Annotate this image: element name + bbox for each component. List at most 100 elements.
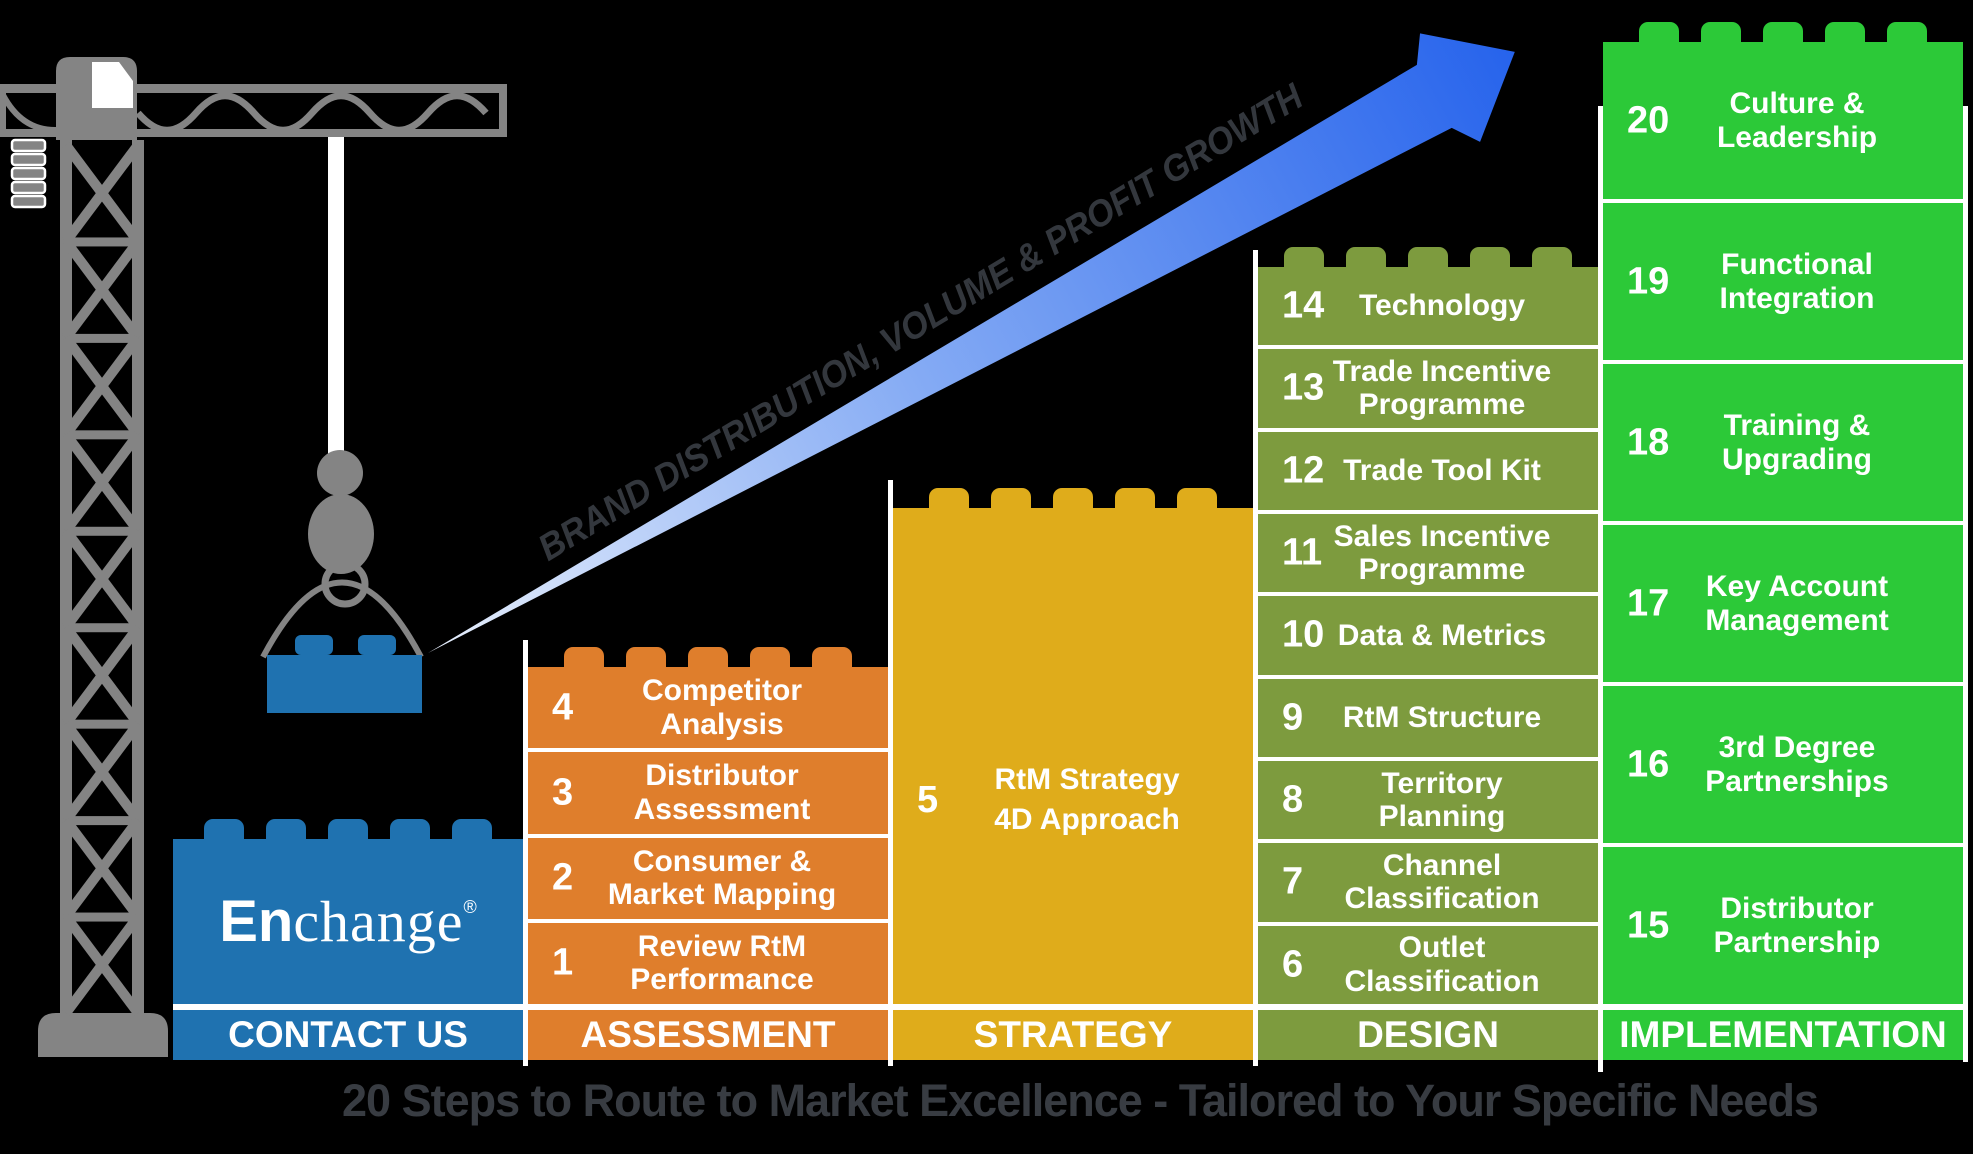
step-label: Trade Incentive Programme bbox=[1332, 354, 1552, 422]
step-7: 7 Channel Classification bbox=[1258, 843, 1598, 922]
brick-stud bbox=[204, 819, 244, 839]
step-label: Competitor Analysis bbox=[642, 674, 802, 741]
brick-stud bbox=[328, 819, 368, 839]
step-label: Key Account Management bbox=[1705, 569, 1889, 637]
step-label: Data & Metrics bbox=[1337, 618, 1547, 652]
step-number: 8 bbox=[1282, 778, 1304, 821]
hoist-cable bbox=[328, 137, 344, 459]
crane-tower-right-rail bbox=[132, 140, 144, 1015]
brick-stud bbox=[991, 488, 1031, 508]
brick-stud bbox=[1470, 247, 1510, 267]
crane-jib-left-cap bbox=[0, 84, 6, 137]
crane-base-foot bbox=[38, 1013, 168, 1057]
step-label: Sales Incentive Programme bbox=[1333, 519, 1551, 587]
step-number: 12 bbox=[1282, 449, 1325, 492]
separator-assessment-strategy bbox=[888, 480, 893, 1066]
step-number: 13 bbox=[1282, 366, 1325, 409]
step-number: 19 bbox=[1627, 260, 1670, 302]
step-label: Distributor Assessment bbox=[633, 759, 811, 826]
step-number: 16 bbox=[1627, 743, 1670, 785]
crane-tower-left-rail bbox=[60, 140, 72, 1015]
brick-stud bbox=[1177, 488, 1217, 508]
step-number: 11 bbox=[1282, 531, 1323, 574]
crane-jib-bottom-chord bbox=[0, 129, 507, 137]
logo-change: change bbox=[293, 889, 464, 954]
pillar-contact-studs bbox=[173, 819, 523, 839]
step-number: 6 bbox=[1282, 943, 1304, 986]
step-number: 2 bbox=[552, 856, 574, 899]
phase-label-assessment: ASSESSMENT bbox=[528, 1010, 888, 1060]
step-label: Channel Classification bbox=[1344, 848, 1540, 916]
step-2: 2 Consumer & Market Mapping bbox=[528, 837, 888, 919]
logo-en: En bbox=[219, 889, 294, 954]
crane-hook-pulley bbox=[317, 450, 363, 496]
separator-strategy-design bbox=[1253, 250, 1258, 1066]
step-label: Technology bbox=[1358, 289, 1526, 323]
crane-structure bbox=[0, 57, 507, 1057]
step-17: 17 Key Account Management bbox=[1603, 525, 1963, 682]
step-16: 16 3rd Degree Partnerships bbox=[1603, 686, 1963, 843]
step-label: Review RtM Performance bbox=[630, 929, 814, 997]
brick-stud bbox=[1532, 247, 1572, 267]
step-number: 4 bbox=[552, 686, 574, 729]
separator-design-implementation bbox=[1598, 106, 1603, 1072]
pillar-design-studs bbox=[1258, 247, 1598, 267]
step-4: 4 Competitor Analysis bbox=[528, 667, 888, 749]
step-label: Functional Integration bbox=[1719, 247, 1875, 315]
crane-counterweight bbox=[10, 138, 47, 209]
brick-stud bbox=[390, 819, 430, 839]
step-label: Consumer & Market Mapping bbox=[607, 844, 837, 912]
step-number: 7 bbox=[1282, 860, 1304, 903]
crane-cab-window bbox=[92, 62, 133, 108]
brick-stud bbox=[1284, 247, 1324, 267]
brick-stud bbox=[1701, 22, 1741, 42]
crane-jib-top-chord bbox=[0, 84, 507, 93]
crane-sling-arc bbox=[260, 579, 424, 659]
crane-tower-x-braces bbox=[61, 142, 143, 1016]
brick-stud bbox=[626, 647, 666, 667]
brick-stud bbox=[1887, 22, 1927, 42]
brick-stud bbox=[929, 488, 969, 508]
step-number: 17 bbox=[1627, 582, 1670, 624]
step-number: 15 bbox=[1627, 904, 1670, 946]
crane-jib-left-cable bbox=[0, 93, 58, 134]
pillar-assessment-studs bbox=[528, 647, 888, 667]
step-label: RtM Strategy 4D Approach bbox=[994, 762, 1180, 837]
brick-stud bbox=[1053, 488, 1093, 508]
brick-stud bbox=[1115, 488, 1155, 508]
pillar-implementation: 20 Culture & Leadership 19 Functional Integ… bbox=[1603, 42, 1963, 1060]
separator-contact-assessment bbox=[523, 640, 528, 1066]
crane-tower-struts bbox=[60, 237, 144, 922]
phase-label-design: DESIGN bbox=[1258, 1009, 1598, 1060]
crane-load-brick bbox=[267, 635, 422, 713]
step-19: 19 Functional Integration bbox=[1603, 203, 1963, 360]
step-label: 3rd Degree Partnerships bbox=[1705, 730, 1889, 798]
step-label: RtM Structure bbox=[1342, 701, 1542, 734]
step-number: 20 bbox=[1627, 99, 1670, 141]
crane-illustration bbox=[0, 57, 507, 1057]
brick-stud bbox=[1408, 247, 1448, 267]
crane-truss-lines bbox=[0, 92, 489, 1016]
brick-stud bbox=[688, 647, 728, 667]
brick-stud bbox=[1825, 22, 1865, 42]
phase-label-strategy: STRATEGY bbox=[893, 1010, 1253, 1060]
caption: 20 Steps to Route to Market Excellence -… bbox=[342, 1075, 1819, 1126]
pillar-implementation-studs bbox=[1603, 22, 1963, 42]
crane-jib-end-cap bbox=[499, 84, 507, 137]
phase-label-contact[interactable]: CONTACT US bbox=[173, 1010, 523, 1060]
enchange-logo-brick: Enchange® bbox=[173, 839, 523, 1004]
crane-hook-block bbox=[308, 494, 374, 574]
step-label: Culture & Leadership bbox=[1716, 86, 1878, 154]
